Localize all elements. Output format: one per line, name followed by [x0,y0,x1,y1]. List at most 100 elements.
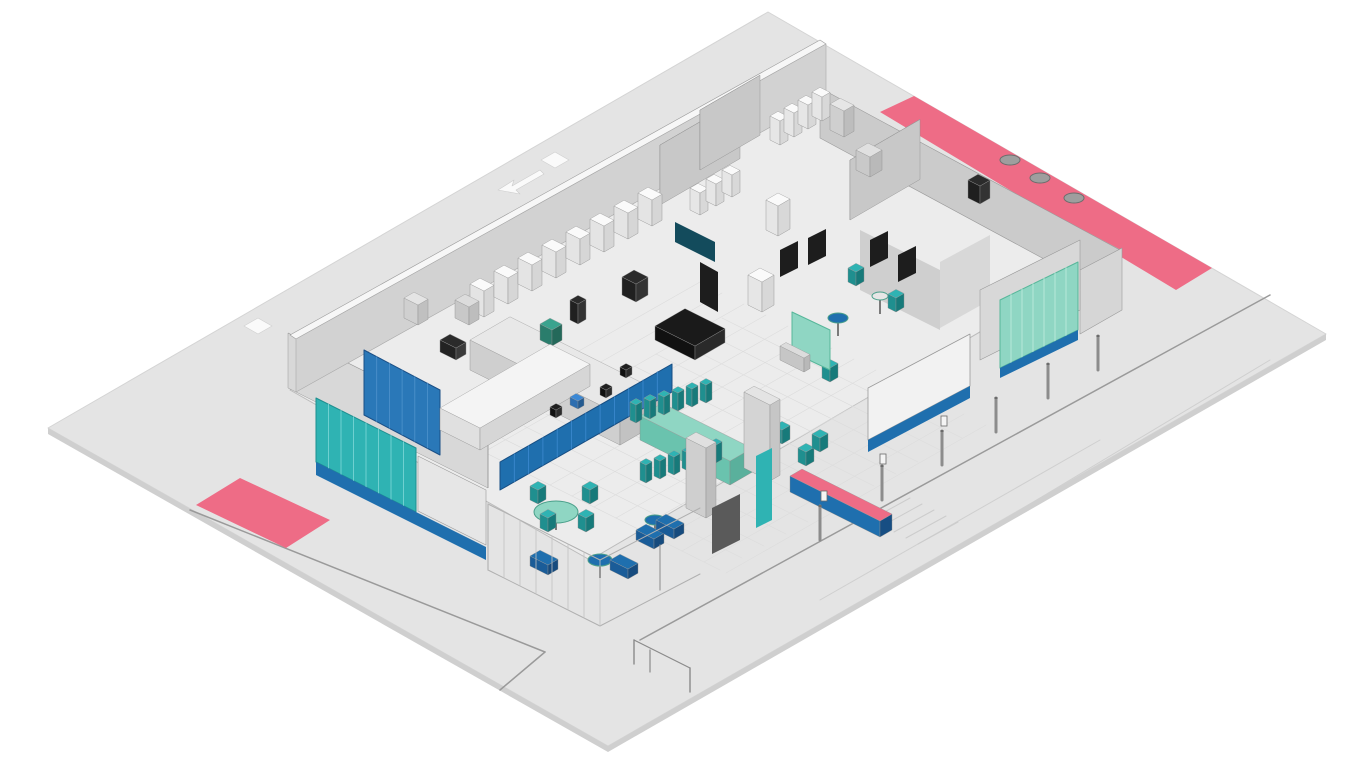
bollard-cap [1096,335,1100,337]
blue-base-strip-right [1000,330,1078,378]
pink-zone-right [880,96,1212,290]
dark-window [870,231,888,267]
kitchen-equipment [454,294,480,326]
bollard-cap [940,430,944,432]
bar-stool [699,378,713,404]
furniture-layer [403,87,991,627]
sign-plate [820,490,828,502]
vestibule-wall-top [743,386,781,406]
shelf-unit-back-top [811,87,831,98]
bar-stool-top [699,378,713,386]
equipment-green [539,318,563,347]
espresso-machine-top [621,269,649,285]
bar-stool-side [663,393,671,416]
road-marking-square [243,317,273,335]
bar-stool-front [671,389,679,412]
bar-stool-front [639,461,647,484]
bar-stool [671,386,685,412]
vestibule-teal-glass [756,448,772,528]
bar-stool-front [667,453,675,476]
entry-mat [712,494,740,554]
bollard-cap [818,505,822,507]
shelf-unit [517,251,543,292]
hood-unit [403,292,429,326]
bar-stool-side [659,457,667,480]
bench-white-top [779,342,811,359]
bar-stool-front [643,397,651,420]
sign-plate [940,415,948,427]
lounge-bench [529,550,559,576]
pos-terminal [619,363,633,379]
partition-office-top [699,74,761,111]
bar-stool-side [673,453,681,476]
shelf-unit-tall [765,192,791,237]
blue-base-strip-storefront [868,386,970,452]
grinder-top [569,295,587,305]
shelf-unit-tall-front [765,199,779,237]
shelf-unit-tall-top [765,192,791,207]
grinder [569,295,587,325]
chair [811,429,829,453]
shelf-unit-storage [705,174,725,207]
pastry-display-case-top [654,308,726,347]
curb-line-corner [499,651,546,691]
street-sign [940,415,948,427]
bollard [1096,334,1100,372]
bar-stool-front [653,457,661,480]
chair [529,481,547,505]
bar-stool [639,458,653,484]
curb-line-front-right [639,294,1271,641]
fridge-top [829,97,855,112]
bar-stool-top [639,458,653,466]
bollard-cap [1046,363,1050,365]
bar-stool-front [629,401,637,424]
manhole-cover [999,154,1021,166]
street-sign [879,453,887,465]
door-teal-storage [675,222,715,262]
table-top [827,312,849,324]
bollard [880,464,884,502]
railing-top [487,503,601,561]
pos-terminal [549,403,563,419]
service-counter-top [439,344,591,451]
entry-door-panel-side [705,442,717,519]
bollard [818,504,822,542]
entry-door-panel [685,432,717,519]
planter-box-top [789,468,893,522]
shelf-unit [565,225,591,266]
service-counter-top-top [439,344,591,429]
bollard-cap [994,397,998,399]
chair-top [577,509,595,519]
bar-stool-side [649,397,657,420]
dark-window [898,246,916,282]
crosswalk-hatch [905,515,947,539]
shelf-unit [541,238,567,279]
street-fixtures [633,334,1100,693]
lounge-bench-top [609,554,639,570]
chair-top [539,509,557,519]
shelf-unit [637,186,663,227]
chair [539,509,557,533]
crosswalk-hatch [893,509,935,533]
bar-stool-front [685,385,693,408]
entry-door-panel-front [685,437,707,519]
bar-stool-front [699,381,707,404]
water-heater-top [967,173,991,187]
bar-stool [653,454,667,480]
street-sign [820,490,828,502]
curb-line-front-left [189,509,546,653]
lounge-bench [655,514,685,540]
arrow-left-icon [497,169,545,195]
bar-stool-top [671,386,685,394]
manhole-cover [1029,172,1051,184]
pastry-display-case [654,308,726,361]
bollard [994,396,998,434]
register-blue [569,393,585,410]
kitchen-equipment-top [454,294,480,308]
bar-stool-top [667,450,681,458]
entry-door-panel-top [685,432,717,449]
shelf-unit-storage [689,183,709,216]
arrow-left-icon-shape [497,169,545,195]
bar-stool-top [653,454,667,462]
